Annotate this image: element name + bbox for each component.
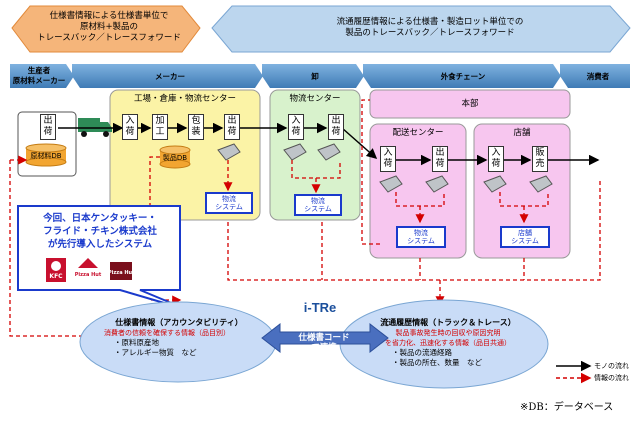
stage-bar-wholesale	[262, 64, 364, 88]
store-title: 店舗	[513, 128, 531, 138]
trace-info-item: ・製品の所在、数量 など	[392, 358, 482, 367]
stage-consumer: 消費者	[586, 72, 610, 81]
stage-bar-restaurant	[363, 64, 561, 88]
scanner-icon	[317, 143, 341, 161]
spec-info-item: ・アレルギー物質 など	[114, 348, 197, 357]
trace-info-title: 流通履歴情報（トラック＆トレース）	[380, 318, 516, 327]
callout-text: 今回、日本ケンタッキー・フライド・チキン株式会社が先行導入したシステム	[43, 213, 157, 250]
scanner-icon	[483, 175, 507, 193]
store-system: 店舗システム	[500, 226, 550, 248]
pizza-hut-logo	[78, 258, 98, 268]
stage-producer: 生産者原材料メーカー	[12, 66, 66, 85]
step-sell-store: 販売	[532, 146, 548, 172]
pizza-hut-logo-label: Pizza Hut	[74, 272, 102, 278]
itre-logo: i-TRe	[303, 300, 337, 315]
product-db-cylinder	[159, 145, 191, 169]
info-arrow	[361, 99, 380, 245]
step-ship-factory: 出荷	[224, 114, 240, 140]
step-receive-delivery: 入荷	[380, 146, 396, 172]
hq-title: 本部	[461, 99, 479, 109]
banner-right-arrow	[211, 5, 631, 53]
pizza-hut-logo-2	[110, 262, 132, 280]
footnote: ※DB：データベース	[520, 402, 614, 413]
stage-maker: メーカー	[155, 72, 185, 81]
trace-info-item: ・製品の流通経路	[392, 348, 452, 357]
logistics-system-delivery: 物流システム	[396, 226, 446, 248]
scanner-icon	[379, 175, 403, 193]
pizza-hut-logo-2-label: Pizza Hut	[108, 270, 135, 276]
legend-info-label: 情報の流れ	[594, 374, 629, 382]
step-process-factory: 加工	[152, 114, 168, 140]
link-double-arrow	[261, 322, 389, 354]
step-pack-factory: 包装	[188, 114, 204, 140]
kfc-logo	[46, 258, 66, 282]
scanner-icon	[283, 143, 307, 161]
stage-wholesale: 卸	[311, 72, 319, 81]
trace-info-subtitle: 製品事故発生時の回収や原因究明を省力化、迅速化する情報（品目共通）	[385, 329, 511, 347]
link-text: 仕様書コードで連携	[298, 333, 350, 353]
spec-info-item: ・原料原産地	[114, 338, 159, 347]
stage-bar-consumer	[560, 64, 630, 88]
goods-arrow	[341, 127, 378, 159]
delivery-center-title: 配送センター	[392, 128, 444, 138]
banner-left-text: 仕様書情報による仕様書単位で原材料+製品のトレースバック／トレースフォワード	[37, 11, 181, 43]
kfc-logo-label: KFC	[49, 273, 63, 280]
hq-box	[369, 89, 571, 119]
step-receive-factory: 入荷	[122, 114, 138, 140]
banner-left-arrow	[11, 5, 201, 53]
step-receive-dist: 入荷	[288, 114, 304, 140]
step-ship-delivery: 出荷	[432, 146, 448, 172]
trace-info-text: 流通履歴情報（トラック＆トレース） 製品事故発生時の回収や原因究明を省力化、迅速…	[370, 318, 526, 368]
stage-bar-producer	[10, 64, 74, 88]
legend-goods-label: モノの流れ	[594, 362, 629, 370]
info-arrow	[9, 160, 120, 337]
spec-info-title: 仕様書情報（アカウンタビリティ）	[115, 318, 243, 327]
scanner-icon	[529, 175, 553, 193]
banner-right-text: 流通履歴情報による仕様書・製造ロット単位での製品のトレースバック／トレースフォワ…	[336, 17, 524, 38]
logistics-system-dist: 物流システム	[294, 194, 342, 216]
spec-info-text: 仕様書情報（アカウンタビリティ） 消費者の信頼を確保する情報（品目別） ・原料原…	[104, 318, 254, 358]
info-arrow	[227, 180, 601, 281]
stage-bar-maker	[72, 64, 263, 88]
factory-title: 工場・倉庫・物流センター	[133, 94, 236, 104]
step-receive-store: 入荷	[488, 146, 504, 172]
spec-info-subtitle: 消費者の信頼を確保する情報（品目別）	[104, 329, 230, 337]
logistics-system-factory: 物流システム	[205, 192, 253, 214]
step-ship-dist: 出荷	[328, 114, 344, 140]
raw-db-label: 原材料DB	[30, 152, 62, 160]
dist-center-title: 物流センター	[289, 94, 341, 104]
scanner-icon	[217, 143, 241, 161]
step-ship-producer: 出荷	[40, 114, 56, 140]
product-db-label: 製品DB	[162, 154, 188, 162]
stage-restaurant: 外食チェーン	[440, 72, 486, 81]
scanner-icon	[425, 175, 449, 193]
callout-box	[17, 205, 189, 311]
